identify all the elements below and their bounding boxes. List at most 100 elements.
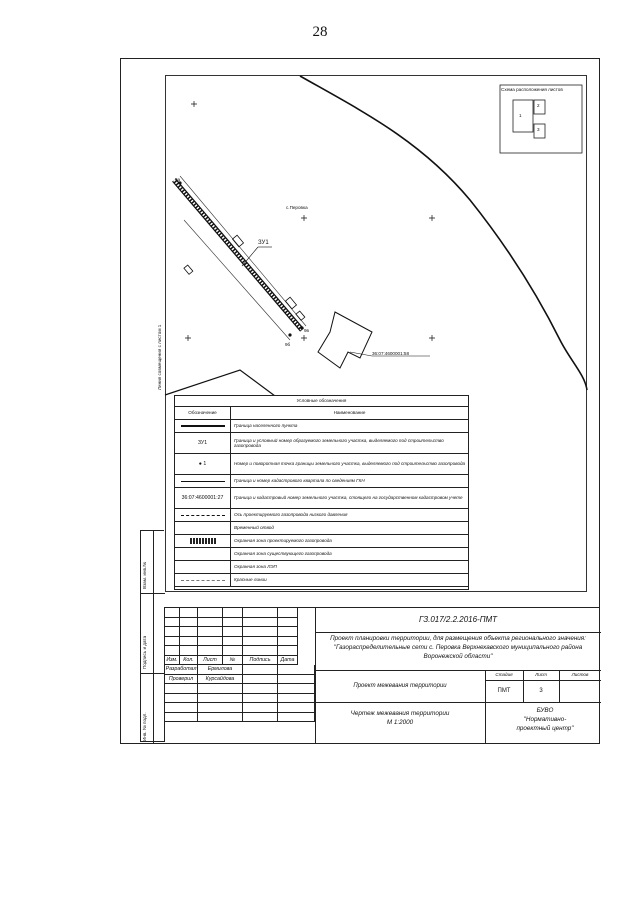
plot-label: ЗУ1 — [258, 240, 269, 246]
grid-cell — [180, 627, 198, 637]
match-line-label: Линия совмещения с листом 1 — [157, 324, 162, 390]
grid-cell — [243, 684, 278, 694]
legend-symbol — [175, 561, 231, 573]
legend-col-symbol: Обозначение — [175, 407, 231, 419]
grid-cell — [243, 617, 278, 627]
legend-name: Охранная зона ЛЭП — [234, 564, 277, 570]
date-cell — [278, 665, 315, 675]
grid-header: № — [223, 655, 243, 665]
drawing-title: Чертеж межевания территории — [350, 710, 450, 717]
sheets-header: Листов — [559, 670, 601, 681]
legend-name: Охранная зона существующего газопровода — [234, 551, 332, 557]
legend-name: Ось проектируемого газопровода низкого д… — [234, 512, 348, 518]
point-label: 9а — [175, 177, 181, 182]
grid-cell — [198, 646, 223, 656]
page-number: 28 — [312, 24, 328, 40]
grid-header: Лист — [198, 655, 223, 665]
legend-symbol — [175, 420, 231, 432]
building — [295, 310, 306, 321]
grid-cell — [165, 636, 180, 646]
grid-cell — [198, 636, 223, 646]
drawing-scale: М 1:2000 — [386, 719, 414, 726]
grid-cell — [278, 684, 315, 694]
legend-symbol: ЗУ1 — [175, 433, 231, 453]
grid-cell — [165, 703, 198, 713]
org-name: БУВО "Нормативно-проектный центр" — [516, 707, 574, 732]
grid-cell — [198, 703, 243, 713]
grid-crosses — [185, 101, 435, 341]
legend-row: Охранная зона проектируемого газопровода — [175, 535, 468, 548]
legend-row: Граница населенного пункта — [175, 420, 468, 433]
grid-cell — [165, 712, 198, 722]
grid-cell — [278, 617, 298, 627]
legend-name: Граница населенного пункта — [234, 423, 298, 429]
quarter-boundary — [164, 369, 276, 397]
stamp-sign-date: Подпись и дата — [142, 635, 147, 669]
grid-cell — [278, 712, 315, 722]
grid-header: Изм. — [165, 655, 180, 665]
legend-header: Обозначение Наименование — [175, 407, 468, 420]
grid-cell — [278, 627, 298, 637]
legend-row: Охранная зона существующего газопровода — [175, 548, 468, 561]
settlement-boundary — [299, 75, 588, 391]
legend: Условные обозначения Обозначение Наимено… — [174, 395, 469, 590]
role-name: Курсайдова — [198, 674, 243, 684]
grid-cell — [165, 617, 180, 627]
grid-cell — [243, 712, 278, 722]
sheet-value: 3 — [523, 680, 560, 702]
signature-cell — [243, 674, 278, 684]
legend-name: Красные линии — [234, 577, 267, 583]
legend-row: Граница и номер кадастрового квартала по… — [175, 475, 468, 488]
grid-cell — [198, 617, 223, 627]
grid-cell — [198, 608, 223, 618]
grid-cell — [180, 608, 198, 618]
grid-cell — [198, 712, 243, 722]
grid-cell — [278, 703, 315, 713]
legend-name: Номер и поворотная точка границы земельн… — [234, 461, 466, 467]
cadastral-label: 36:07:4600001:58 — [372, 351, 410, 356]
sheet-header: Лист — [523, 670, 560, 681]
grid-cell — [198, 684, 243, 694]
turn-point — [288, 333, 292, 337]
stage-table: Стадия Лист Листов ПМТ 3 — [485, 670, 601, 702]
legend-row: Ось проектируемого газопровода низкого д… — [175, 509, 468, 522]
legend-symbol — [175, 535, 231, 547]
stage-value: ПМТ — [485, 680, 524, 702]
legend-row: Красные линии — [175, 574, 468, 587]
legend-symbol — [175, 548, 231, 560]
stamp-inv-no: Инв. № подл. — [142, 712, 147, 741]
grid-cell — [180, 617, 198, 627]
grid-cell — [243, 636, 278, 646]
building — [183, 264, 194, 275]
turn-point — [300, 326, 304, 330]
grid-cell — [198, 693, 243, 703]
legend-name: Граница и кадастровый номер земельного у… — [234, 495, 463, 501]
legend-row: Охранная зона ЛЭП — [175, 561, 468, 574]
grid-cell — [198, 627, 223, 637]
map-frame — [165, 75, 587, 592]
legend-symbol: 36:07:4600001:27 — [175, 488, 231, 508]
grid-cell — [165, 627, 180, 637]
grid-cell — [243, 703, 278, 713]
grid-cell — [223, 636, 243, 646]
role-label: Разработал — [165, 665, 198, 675]
grid-cell — [165, 608, 180, 618]
grid-cell — [165, 684, 198, 694]
stamp-replace-inv: Взам. инв.№ — [142, 561, 147, 589]
project-title: Проект планировки территории, для размещ… — [330, 635, 586, 660]
building — [231, 234, 245, 248]
grid-header: Дата — [278, 655, 298, 665]
grid-cell — [243, 646, 278, 656]
point-label: 9б — [285, 342, 291, 347]
grid-header: Подпись — [243, 655, 278, 665]
sheets-value — [559, 680, 601, 702]
grid-cell — [243, 627, 278, 637]
legend-title: Условные обозначения — [175, 396, 468, 407]
pipeline-zone — [172, 178, 304, 332]
legend-symbol — [175, 509, 231, 521]
drawing-sheet — [120, 58, 600, 744]
